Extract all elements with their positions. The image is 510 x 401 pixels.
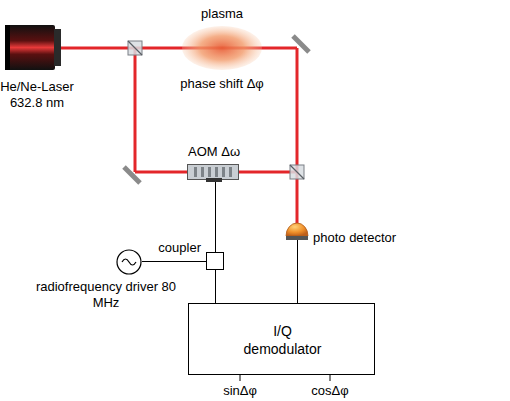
demodulator-box: I/Q demodulator [188, 303, 375, 375]
rf-driver-shape [116, 249, 142, 275]
aom-transducer [188, 165, 238, 179]
laser-source-shape [5, 25, 61, 70]
signal-wire [215, 180, 216, 252]
beam-splitter [290, 165, 304, 179]
plasma-region: plasmaphase shift Δφ [182, 26, 262, 70]
node-text: phase shift Δφ [180, 76, 264, 92]
signal-label: cosΔφ [311, 383, 348, 398]
coupler-box: coupler [206, 252, 224, 270]
aom-modulator: AOM Δω [187, 164, 239, 180]
mirror [293, 36, 309, 52]
signal-wire [297, 240, 298, 303]
rf-driver: radiofrequency driver 80 MHz [116, 249, 142, 275]
laser-beam [60, 48, 297, 224]
photo-detector: photo detector [285, 222, 309, 240]
signal-wire [142, 261, 206, 262]
node-text: radiofrequency driver 80 MHz [31, 279, 181, 311]
output-wire [330, 375, 331, 381]
node-text: AOM Δω [188, 144, 240, 160]
node-text: I/Q demodulator [244, 322, 322, 358]
node-text: photo detector [313, 230, 396, 246]
node-text: coupler [158, 240, 201, 256]
signal-wire [215, 270, 216, 303]
node-text: plasma [201, 6, 243, 22]
plasma-region-shape [182, 26, 262, 70]
signal-label: sinΔφ [223, 383, 257, 398]
laser-source: He/Ne-Laser 632.8 nm [5, 25, 61, 70]
output-wire [240, 375, 241, 381]
node-text: He/Ne-Laser 632.8 nm [0, 79, 83, 111]
photo-detector-shape [285, 222, 309, 240]
mirror [124, 167, 140, 183]
beam-splitter [128, 41, 142, 55]
